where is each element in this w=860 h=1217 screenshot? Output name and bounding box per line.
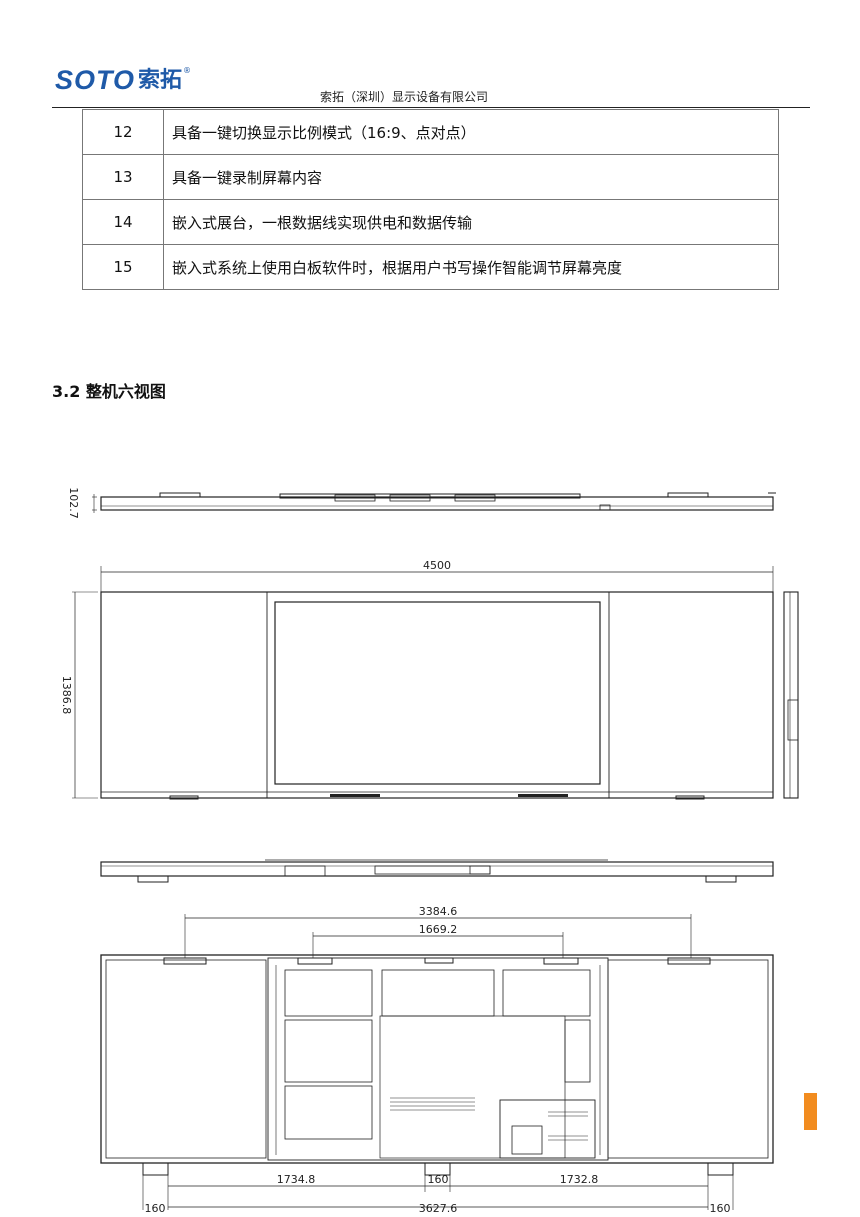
logo-chinese: 索拓 bbox=[138, 68, 183, 93]
dim-bottom-right-segment: 1732.8 bbox=[560, 1173, 599, 1186]
row-text: 具备一键录制屏幕内容 bbox=[163, 154, 779, 200]
dim-back-outer: 3384.6 bbox=[419, 905, 458, 918]
row-text: 具备一键切换显示比例模式（16:9、点对点） bbox=[163, 109, 779, 155]
front-view bbox=[72, 566, 799, 800]
dim-bottom-total: 3627.6 bbox=[419, 1202, 458, 1215]
page-header: SOTO 索拓 ® 索拓（深圳）显示设备有限公司 bbox=[0, 0, 860, 110]
table-row: 15 嵌入式系统上使用白板软件时，根据用户书写操作智能调节屏幕亮度 bbox=[82, 244, 779, 290]
dim-bottom-left-segment: 1734.8 bbox=[277, 1173, 316, 1186]
table-row: 13 具备一键录制屏幕内容 bbox=[82, 154, 779, 200]
logo-wordmark: SOTO bbox=[55, 65, 136, 95]
company-name: 索拓（深圳）显示设备有限公司 bbox=[320, 90, 489, 104]
row-text: 嵌入式展台，一根数据线实现供电和数据传输 bbox=[163, 199, 779, 245]
row-number: 13 bbox=[82, 154, 164, 200]
top-view bbox=[92, 492, 776, 513]
table-row: 12 具备一键切换显示比例模式（16:9、点对点） bbox=[82, 109, 779, 155]
table-row: 14 嵌入式展台，一根数据线实现供电和数据传输 bbox=[82, 199, 779, 245]
dim-front-height: 1386.8 bbox=[60, 676, 73, 715]
dim-bottom-edge-left: 160 bbox=[145, 1202, 166, 1215]
row-number: 15 bbox=[82, 244, 164, 290]
side-bookmark-tab bbox=[804, 1093, 817, 1130]
registered-mark: ® bbox=[183, 66, 192, 75]
row-number: 14 bbox=[82, 199, 164, 245]
bottom-view bbox=[100, 859, 774, 883]
row-number: 12 bbox=[82, 109, 164, 155]
dim-top-depth: 102.7 bbox=[67, 487, 80, 519]
back-view bbox=[100, 914, 774, 1210]
soto-logo: SOTO 索拓 ® bbox=[55, 66, 191, 94]
dim-back-inner: 1669.2 bbox=[419, 923, 458, 936]
header-divider bbox=[52, 107, 810, 108]
six-view-drawing: 102.7 4500 1386.8 bbox=[60, 487, 799, 1215]
spec-table: 12 具备一键切换显示比例模式（16:9、点对点） 13 具备一键录制屏幕内容 … bbox=[82, 109, 779, 290]
dim-front-width: 4500 bbox=[423, 559, 451, 572]
section-title: 3.2 整机六视图 bbox=[52, 382, 166, 401]
dim-bottom-edge-right: 160 bbox=[710, 1202, 731, 1215]
dim-bottom-center-gap: 160 bbox=[428, 1173, 449, 1186]
row-text: 嵌入式系统上使用白板软件时，根据用户书写操作智能调节屏幕亮度 bbox=[163, 244, 779, 290]
